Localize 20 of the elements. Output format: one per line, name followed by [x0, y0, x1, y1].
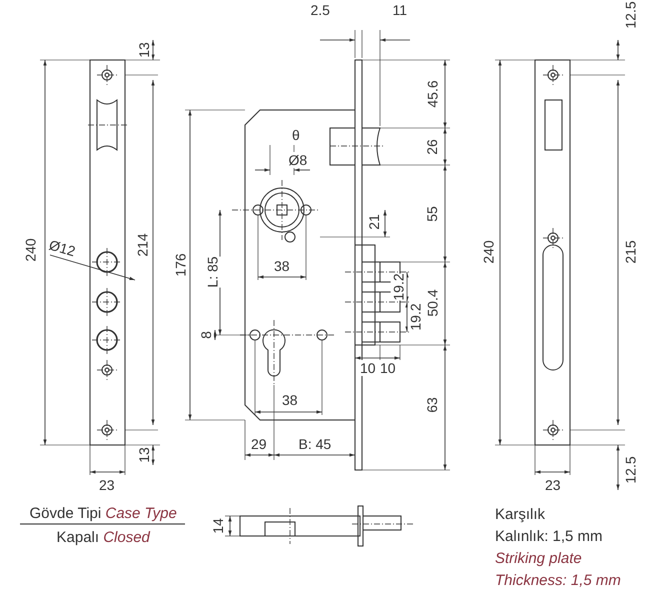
striking-plate-note: Striking plate: [495, 551, 582, 567]
striking-plate-note: Karşılık: [495, 507, 546, 523]
case-type-label: Kapalı Closed: [56, 530, 150, 546]
striking-plate-note: Kalınlık: 1,5 mm: [495, 529, 603, 545]
dimension-label: 2.5: [310, 2, 330, 18]
dimension-label: 23: [99, 477, 115, 493]
case-type-label: Gövde Tipi Case Type: [30, 506, 177, 522]
dimension-label: 29: [251, 436, 267, 452]
dimension-label: 38: [274, 258, 290, 274]
dimension-label: 19.2: [407, 303, 424, 331]
dimension-label: 38: [282, 392, 298, 408]
dimension-label: 10: [380, 360, 396, 376]
striking-plate-note: Thickness: 1,5 mm: [495, 573, 621, 589]
dimension-label: 19.2: [390, 273, 406, 301]
dimension-label: 10: [360, 360, 376, 376]
dimension-label: θ: [292, 127, 300, 143]
dimension-label: Ø8: [288, 152, 308, 168]
dimension-label: B: 45: [298, 436, 332, 452]
dimension-label: 11: [392, 2, 408, 18]
dimension-label: 23: [545, 477, 561, 493]
